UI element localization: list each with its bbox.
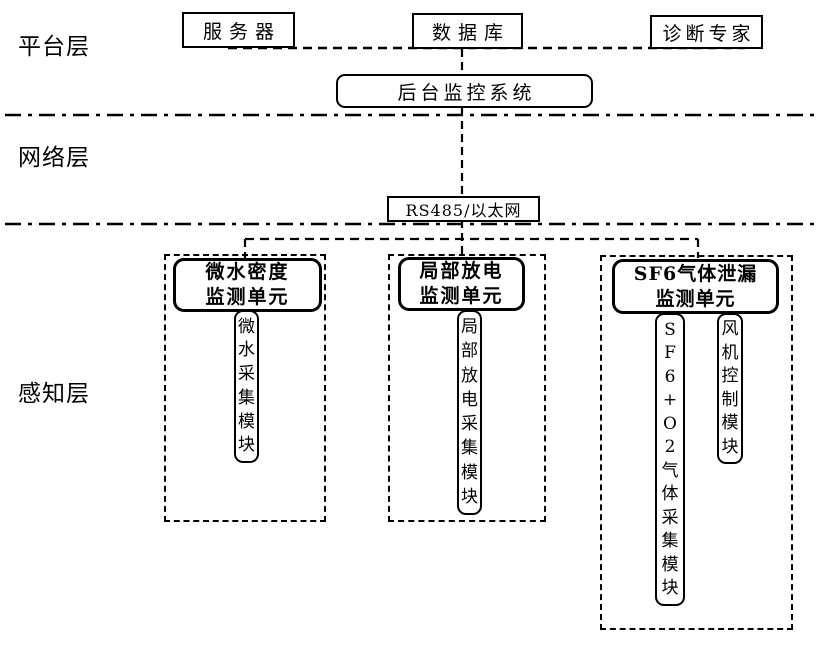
unit-sf6-leak-outline [600,255,793,630]
diagnosis-expert-box: 诊断专家 [650,15,763,49]
unit-partial-discharge-title-line2: 监测单元 [419,285,504,307]
module-fan-control: 风机控制模块 [717,313,743,464]
perception-layer-label: 感知层 [18,381,90,407]
module-partial-discharge-collection: 局部放电采集模块 [457,310,482,515]
unit-partial-discharge-title: 局部放电 监测单元 [398,257,525,311]
database-box: 数据库 [412,13,523,49]
unit-sf6-leak-title: SF6气体泄漏 监测单元 [612,259,779,314]
unit-sf6-leak-title-line1: SF6气体泄漏 [633,262,758,285]
unit-partial-discharge-outline [388,254,546,522]
unit-microwater-title-line1: 微水密度 [205,261,290,283]
rs485-ethernet-box: RS485/以太网 [387,196,540,222]
network-layer-label: 网络层 [18,145,90,171]
unit-microwater-title: 微水密度 监测单元 [173,258,322,312]
unit-sf6-leak-title-line2: 监测单元 [655,287,736,310]
unit-microwater-title-line2: 监测单元 [205,286,290,308]
server-box: 服务器 [182,12,295,48]
module-microwater-collection: 微水采集模块 [234,310,259,463]
platform-layer-label: 平台层 [18,34,90,60]
unit-microwater-outline [164,254,326,522]
unit-partial-discharge-title-line1: 局部放电 [419,260,504,282]
backend-monitor-system-box: 后台监控系统 [336,74,593,108]
